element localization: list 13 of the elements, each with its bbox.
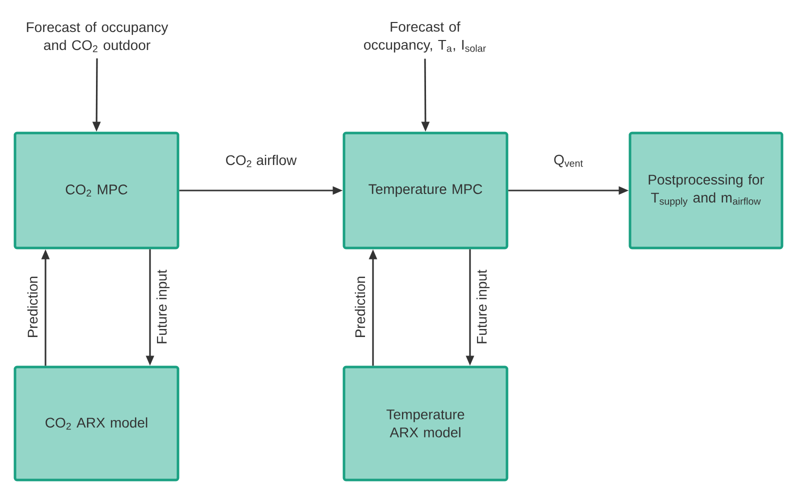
edge-label: Future input <box>476 270 490 344</box>
process-box: Temperature ARX model <box>342 366 508 482</box>
edge-label: Future input <box>156 270 170 344</box>
input-text: Forecast of occupancy and CO$_{2}$ outdoor <box>26 22 168 52</box>
process-box: CO$_{2}$ ARX model <box>14 366 180 482</box>
edge-label: Prediction <box>27 276 38 337</box>
input-text: Forecast of occupancy, T$_{a}$, I$_{solar}$ <box>364 21 486 52</box>
process-box: CO$_{2}$ MPC <box>14 132 180 250</box>
edge-label: Q$_{vent}$ <box>554 154 583 168</box>
process-box: Temperature MPC <box>342 132 508 250</box>
process-box: Postprocessing for T$_{supply}$ and m$_{airflow}$ <box>628 132 784 250</box>
edge-label: CO$_{2}$ airflow <box>226 154 297 168</box>
edge-label: Prediction <box>354 276 366 337</box>
